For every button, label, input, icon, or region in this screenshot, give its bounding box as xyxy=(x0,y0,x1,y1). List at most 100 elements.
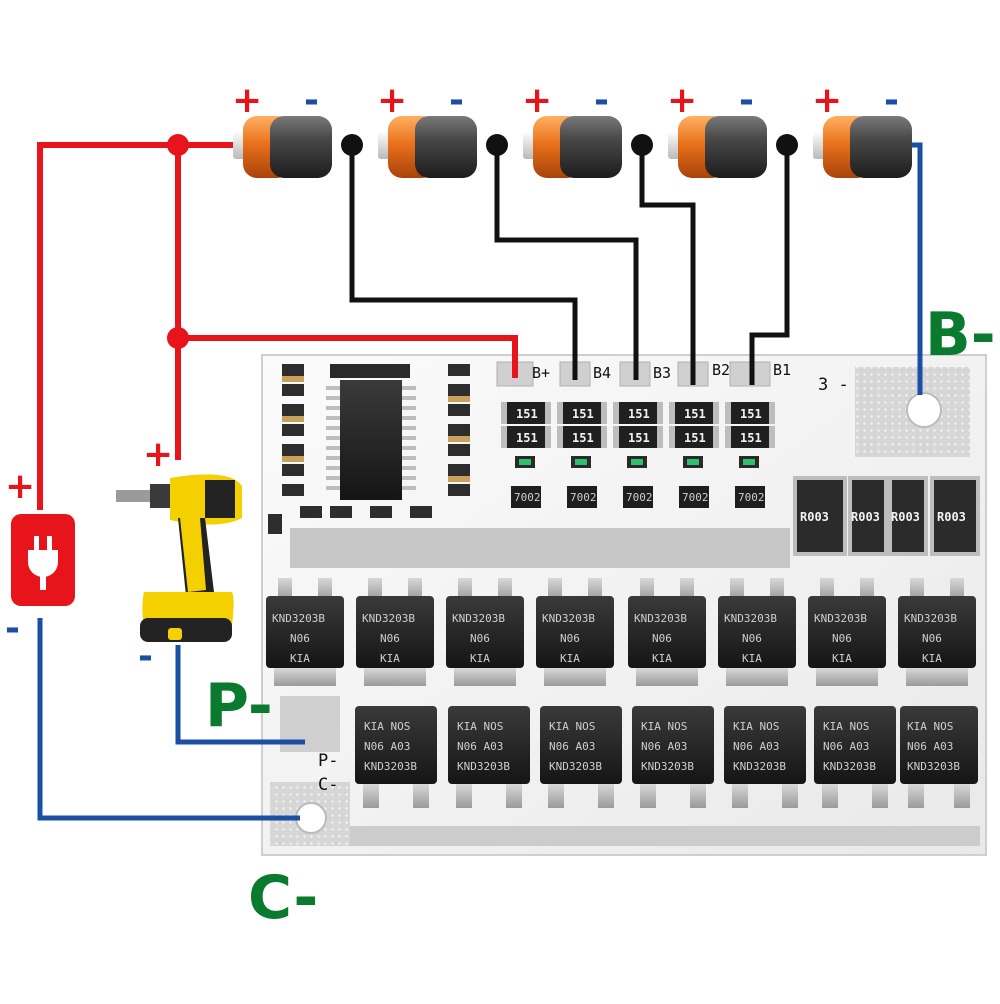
svg-text:151: 151 xyxy=(572,431,594,445)
svg-text:+: + xyxy=(667,80,697,121)
battery-polarity-signs: + - + - + - + - + - xyxy=(232,80,899,121)
smd-caps xyxy=(282,376,470,482)
svg-text:-: - xyxy=(304,80,319,121)
transistor-labels: 7002 7002 7002 7002 7002 xyxy=(514,491,765,504)
svg-text:+: + xyxy=(143,434,173,475)
svg-text:KND3203B: KND3203B xyxy=(542,612,595,625)
svg-text:151: 151 xyxy=(516,431,538,445)
pad-label-b4: B4 xyxy=(593,364,611,382)
svg-text:-: - xyxy=(594,80,609,121)
svg-text:151: 151 xyxy=(684,431,706,445)
svg-text:151: 151 xyxy=(628,431,650,445)
svg-text:KIA: KIA xyxy=(380,652,400,665)
svg-text:+: + xyxy=(232,80,262,121)
svg-text:KIA NOS: KIA NOS xyxy=(364,720,410,733)
smd-passives xyxy=(268,364,470,534)
cell-junctions xyxy=(341,134,798,156)
svg-text:+: + xyxy=(522,80,552,121)
pad-label-b1: B1 xyxy=(773,361,791,379)
pad-label-b3: B3 xyxy=(653,364,671,382)
svg-text:N06 A03: N06 A03 xyxy=(549,740,595,753)
svg-text:R003: R003 xyxy=(851,510,880,524)
svg-text:151: 151 xyxy=(516,407,538,421)
battery-cell-5 xyxy=(813,116,912,178)
svg-text:N06 A03: N06 A03 xyxy=(733,740,779,753)
svg-text:KIA NOS: KIA NOS xyxy=(641,720,687,733)
svg-text:7002: 7002 xyxy=(738,491,765,504)
svg-text:N06 A03: N06 A03 xyxy=(823,740,869,753)
svg-text:+: + xyxy=(812,80,842,121)
svg-text:151: 151 xyxy=(740,407,762,421)
svg-text:KIA: KIA xyxy=(470,652,490,665)
balance-channels xyxy=(501,402,775,508)
svg-text:KND3203B: KND3203B xyxy=(364,760,417,773)
svg-text:-: - xyxy=(5,608,20,649)
pad-label-b-plus: B+ xyxy=(532,364,550,382)
svg-text:N06: N06 xyxy=(652,632,672,645)
svg-text:KIA: KIA xyxy=(922,652,942,665)
svg-text:KND3203B: KND3203B xyxy=(641,760,694,773)
svg-text:KND3203B: KND3203B xyxy=(814,612,867,625)
svg-text:151: 151 xyxy=(740,431,762,445)
svg-text:N06 A03: N06 A03 xyxy=(364,740,410,753)
svg-text:7002: 7002 xyxy=(626,491,653,504)
pcb-label-c-minus: C- xyxy=(318,775,338,795)
mosfet-row-bottom-labels: KIA NOS KIA NOS KIA NOS KIA NOS KIA NOS … xyxy=(364,720,960,773)
svg-text:N06: N06 xyxy=(742,632,762,645)
svg-text:N06 A03: N06 A03 xyxy=(907,740,953,753)
svg-text:KIA NOS: KIA NOS xyxy=(823,720,869,733)
svg-text:N06: N06 xyxy=(380,632,400,645)
svg-text:KIA NOS: KIA NOS xyxy=(457,720,503,733)
svg-text:N06 A03: N06 A03 xyxy=(641,740,687,753)
svg-text:KIA: KIA xyxy=(742,652,762,665)
svg-text:KND3203B: KND3203B xyxy=(452,612,505,625)
svg-text:R003: R003 xyxy=(891,510,920,524)
svg-text:7002: 7002 xyxy=(570,491,597,504)
svg-text:KND3203B: KND3203B xyxy=(904,612,957,625)
svg-text:KND3203B: KND3203B xyxy=(362,612,415,625)
svg-text:N06: N06 xyxy=(290,632,310,645)
svg-text:-: - xyxy=(739,80,754,121)
svg-text:KIA NOS: KIA NOS xyxy=(733,720,779,733)
black-balance-wires xyxy=(349,145,790,385)
mosfet-row-top xyxy=(266,578,976,686)
svg-text:KIA NOS: KIA NOS xyxy=(549,720,595,733)
svg-text:N06: N06 xyxy=(832,632,852,645)
svg-text:N06: N06 xyxy=(922,632,942,645)
pcb-label-p-minus: P- xyxy=(318,751,338,771)
battery-cell-3 xyxy=(523,116,622,178)
svg-text:151: 151 xyxy=(684,407,706,421)
svg-text:+: + xyxy=(377,80,407,121)
b-minus-mount-hole xyxy=(906,392,942,428)
svg-text:N06 A03: N06 A03 xyxy=(457,740,503,753)
mosfet-row-top-labels: KND3203B KND3203B KND3203B KND3203B KND3… xyxy=(272,612,957,665)
svg-text:KND3203B: KND3203B xyxy=(549,760,602,773)
svg-text:KND3203B: KND3203B xyxy=(457,760,510,773)
plug-icon xyxy=(11,514,75,606)
svg-text:KIA NOS: KIA NOS xyxy=(907,720,953,733)
svg-text:KIA: KIA xyxy=(652,652,672,665)
svg-text:KIA: KIA xyxy=(290,652,310,665)
svg-text:-: - xyxy=(449,80,464,121)
device-polarity-signs: + - + - xyxy=(5,434,173,677)
wire-junctions xyxy=(167,134,189,349)
svg-text:KND3203B: KND3203B xyxy=(634,612,687,625)
drill-icon xyxy=(116,474,242,642)
svg-text:KIA: KIA xyxy=(832,652,852,665)
svg-text:R003: R003 xyxy=(937,510,966,524)
svg-text:KND3203B: KND3203B xyxy=(823,760,876,773)
balance-resistor-labels: 151 151 151 151 151 151 151 151 151 151 xyxy=(516,407,762,445)
label-b-minus: B- xyxy=(925,300,996,370)
pcb-label-corner: 3 - xyxy=(818,375,849,395)
mosfet-row-bottom xyxy=(355,706,978,808)
shunt-resistors: R003 R003 R003 R003 xyxy=(793,476,980,556)
svg-text:151: 151 xyxy=(628,407,650,421)
label-p-minus: P- xyxy=(205,671,273,741)
svg-text:-: - xyxy=(884,80,899,121)
svg-text:7002: 7002 xyxy=(514,491,541,504)
c-minus-mount-hole xyxy=(295,802,327,834)
svg-text:R003: R003 xyxy=(800,510,829,524)
svg-text:KND3203B: KND3203B xyxy=(907,760,960,773)
